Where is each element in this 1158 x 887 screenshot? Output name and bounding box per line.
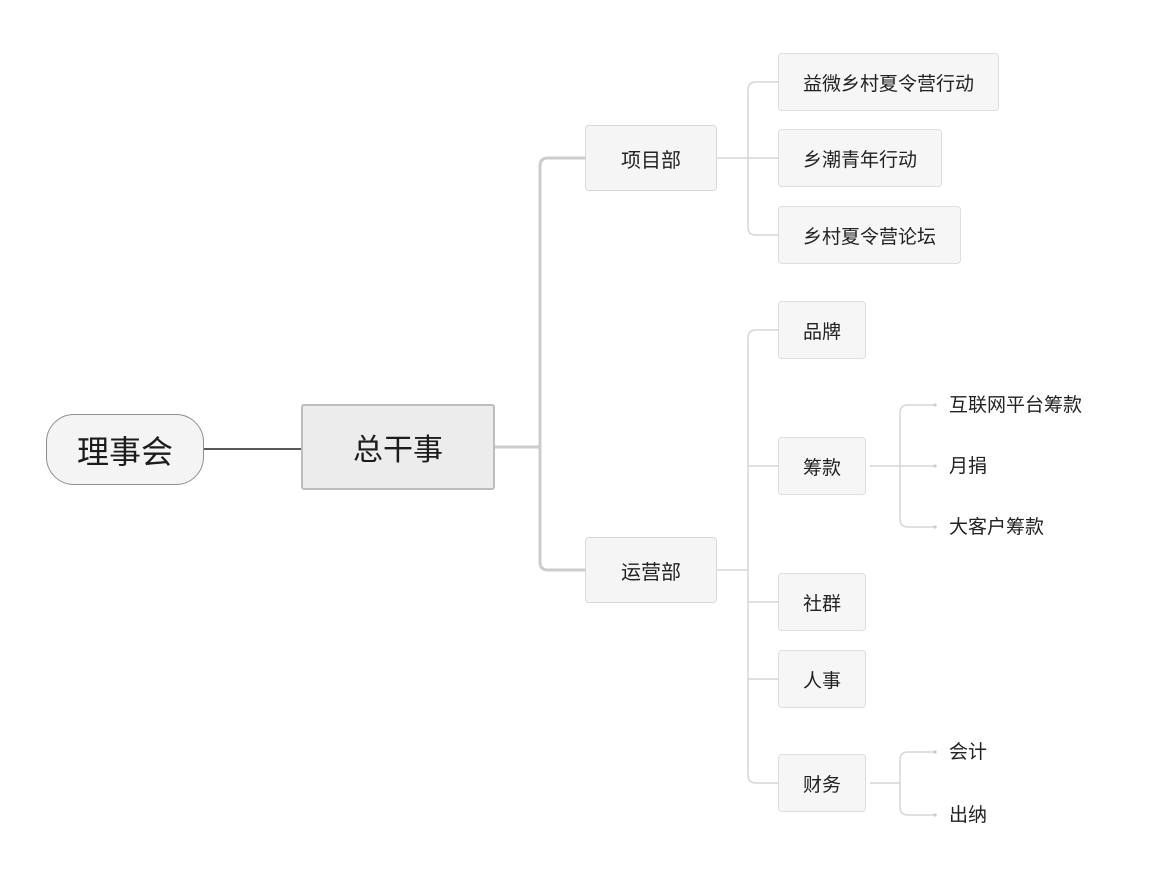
leaf-online-fundraising[interactable]: 互联网平台筹款: [949, 394, 1083, 416]
node-dept-operations[interactable]: 运营部: [585, 537, 717, 603]
node-root-board[interactable]: 理事会: [46, 414, 204, 485]
node-label: 品牌: [803, 320, 842, 343]
node-project-camp-forum[interactable]: 乡村夏令营论坛: [778, 206, 962, 264]
node-ops-community[interactable]: 社群: [778, 573, 867, 631]
leaf-dot: [933, 464, 937, 468]
node-label: 运营部: [621, 559, 681, 584]
node-label: 乡潮青年行动: [803, 148, 918, 171]
node-label: 人事: [803, 669, 842, 692]
connector-dept-operations: [717, 329, 778, 784]
node-ops-finance[interactable]: 财务: [778, 754, 867, 812]
connector-main-departments: [495, 156, 585, 572]
leaf-major-donor-fundraising[interactable]: 大客户筹款: [949, 516, 1045, 538]
connector-finance-leaves: [870, 751, 935, 816]
node-label: 益微乡村夏令营行动: [803, 72, 975, 95]
node-label: 筹款: [803, 456, 842, 479]
node-label: 社群: [803, 592, 842, 615]
leaf-monthly-donation[interactable]: 月捐: [949, 455, 988, 477]
leaf-cashier[interactable]: 出纳: [949, 804, 988, 826]
connector-dept-project: [717, 81, 778, 236]
node-label: 财务: [803, 773, 842, 796]
leaf-dot: [933, 403, 937, 407]
node-dept-project[interactable]: 项目部: [585, 125, 717, 191]
node-label: 乡村夏令营论坛: [803, 225, 937, 248]
node-ops-hr[interactable]: 人事: [778, 650, 867, 708]
leaf-dot: [933, 750, 937, 754]
node-ops-brand[interactable]: 品牌: [778, 301, 867, 359]
leaf-dot: [933, 525, 937, 529]
node-label: 总干事: [353, 433, 443, 468]
node-secretary-general[interactable]: 总干事: [301, 404, 495, 490]
leaf-dot: [933, 813, 937, 817]
node-project-youth-action[interactable]: 乡潮青年行动: [778, 129, 943, 187]
node-label: 项目部: [621, 147, 681, 172]
leaf-accounting[interactable]: 会计: [949, 741, 988, 763]
node-ops-fundraising[interactable]: 筹款: [778, 437, 867, 495]
connector-fundraising-leaves: [870, 404, 935, 528]
node-label: 理事会: [76, 432, 173, 471]
node-project-yiwei-camp[interactable]: 益微乡村夏令营行动: [778, 53, 1000, 111]
